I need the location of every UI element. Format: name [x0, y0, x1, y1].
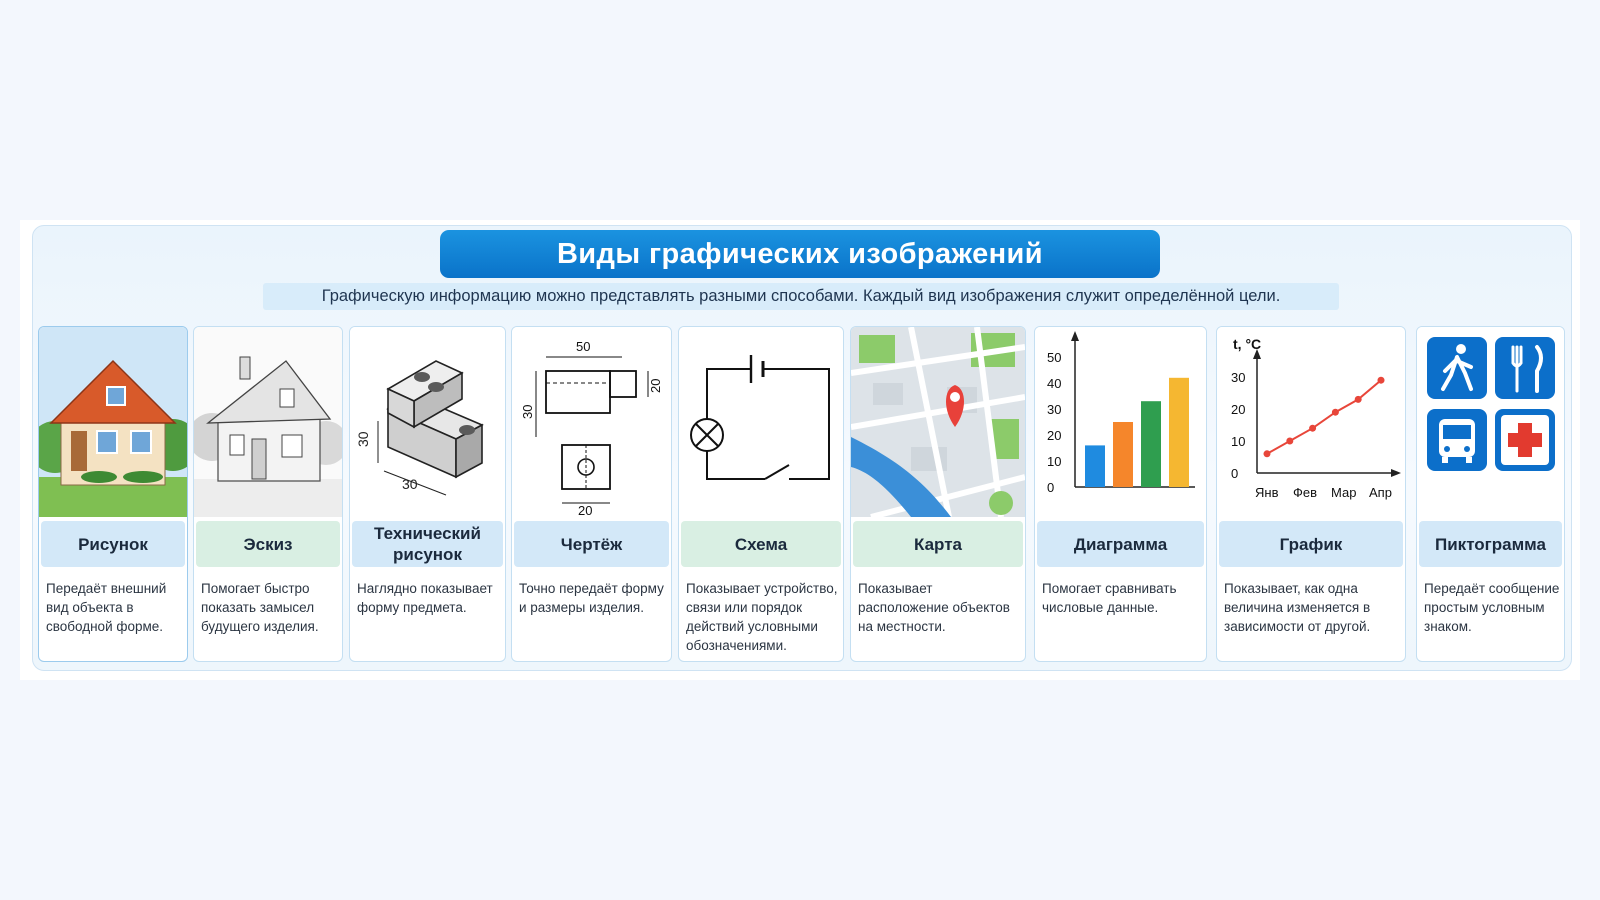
graph-x-tick-label: Янв [1255, 485, 1279, 500]
bar [1169, 377, 1189, 487]
graph-point [1331, 408, 1339, 416]
card-blueprint: 50 30 20 20 Чертёж Точно передаёт форму … [511, 326, 672, 662]
card-title: Карта [853, 521, 1023, 567]
graph-y-axis-label: t, °C [1233, 336, 1261, 352]
graph-y-tick-label: 0 [1231, 466, 1238, 481]
graph-series-line [1266, 379, 1382, 455]
card-bar-diagram: 0 10 20 30 40 50 Диаграмма Помогает сравниват… [1034, 326, 1207, 662]
page-title: Виды графических изображений [440, 230, 1160, 278]
card-description: Помогает сравнивать числовые данные. [1042, 581, 1177, 615]
bar-y-tick-label: 20 [1047, 428, 1061, 443]
card-technical-drawing: 30 30 Технический рисунок Наглядно показ… [349, 326, 506, 662]
graph-point [1354, 395, 1362, 403]
graph-point [1309, 424, 1317, 432]
card-title: График [1219, 521, 1403, 567]
bar [1085, 445, 1105, 487]
graph-y-tick-label: 10 [1231, 434, 1245, 449]
card-description: Показывает, как одна величина изменяется… [1224, 581, 1371, 634]
graph-point [1286, 437, 1294, 445]
card-sketch: Эскиз Помогает быстро показать замысел б… [193, 326, 343, 662]
house-sketch-illustration [194, 327, 342, 517]
card-title: Схема [681, 521, 841, 567]
card-title: Пиктограмма [1419, 521, 1562, 567]
bus-icon [1427, 409, 1487, 471]
card-drawing: Рисунок Передаёт внешний вид объекта в с… [38, 326, 188, 662]
card-description: Передаёт сообщение простым условным знак… [1424, 581, 1560, 634]
graph-x-tick-label: Фев [1293, 485, 1317, 500]
card-title: Технический рисунок [352, 521, 503, 567]
graph-y-tick-label: 20 [1231, 402, 1245, 417]
dim-right-label: 20 [648, 379, 663, 393]
fork-knife-icon [1495, 337, 1555, 399]
card-title: Эскиз [196, 521, 340, 567]
pictogram-grid [1417, 327, 1564, 517]
bar [1113, 422, 1133, 487]
isometric-part-illustration [350, 327, 505, 517]
graph-x-tick-label: Мар [1331, 485, 1356, 500]
bar [1141, 401, 1161, 487]
graph-point [1263, 450, 1271, 458]
card-description: Показывает устройство, связи или порядок… [686, 581, 838, 653]
dim-bottom-label: 20 [578, 503, 592, 517]
graph-point [1377, 376, 1385, 384]
card-map: Карта Показывает расположение объектов н… [850, 326, 1026, 662]
card-pictogram: Пиктограмма Передаёт сообщение простым у… [1416, 326, 1565, 662]
pedestrian-icon [1427, 337, 1487, 399]
map-illustration [851, 327, 1025, 517]
card-schematic: Схема Показывает устройство, связи или п… [678, 326, 844, 662]
graph-x-tick-label: Апр [1369, 485, 1392, 500]
card-title: Рисунок [41, 521, 185, 567]
bar-y-tick-label: 40 [1047, 376, 1061, 391]
dim-height-label: 30 [520, 405, 535, 419]
card-description: Наглядно показывает форму предмета. [357, 581, 493, 615]
card-description: Помогает быстро показать замысел будущег… [201, 581, 319, 634]
bar-y-tick-label: 0 [1047, 480, 1054, 495]
house-color-illustration [39, 327, 187, 517]
card-description: Точно передаёт форму и размеры изделия. [519, 581, 664, 615]
card-description: Показывает расположение объектов на мест… [858, 581, 1010, 634]
card-title: Диаграмма [1037, 521, 1204, 567]
bar-diagram-illustration: 0 10 20 30 40 50 [1035, 327, 1206, 517]
dim-width-label: 50 [576, 339, 590, 354]
bar-y-tick-label: 30 [1047, 402, 1061, 417]
graph-y-tick-label: 30 [1231, 370, 1245, 385]
bar-y-tick-label: 50 [1047, 350, 1061, 365]
first-aid-icon [1495, 409, 1555, 471]
circuit-illustration [679, 327, 843, 517]
card-description: Передаёт внешний вид объекта в свободной… [46, 581, 167, 634]
page-subtitle: Графическую информацию можно представлят… [263, 283, 1339, 310]
card-title: Чертёж [514, 521, 669, 567]
blueprint-illustration: 50 30 20 20 [512, 327, 671, 517]
bar-y-tick-label: 10 [1047, 454, 1061, 469]
